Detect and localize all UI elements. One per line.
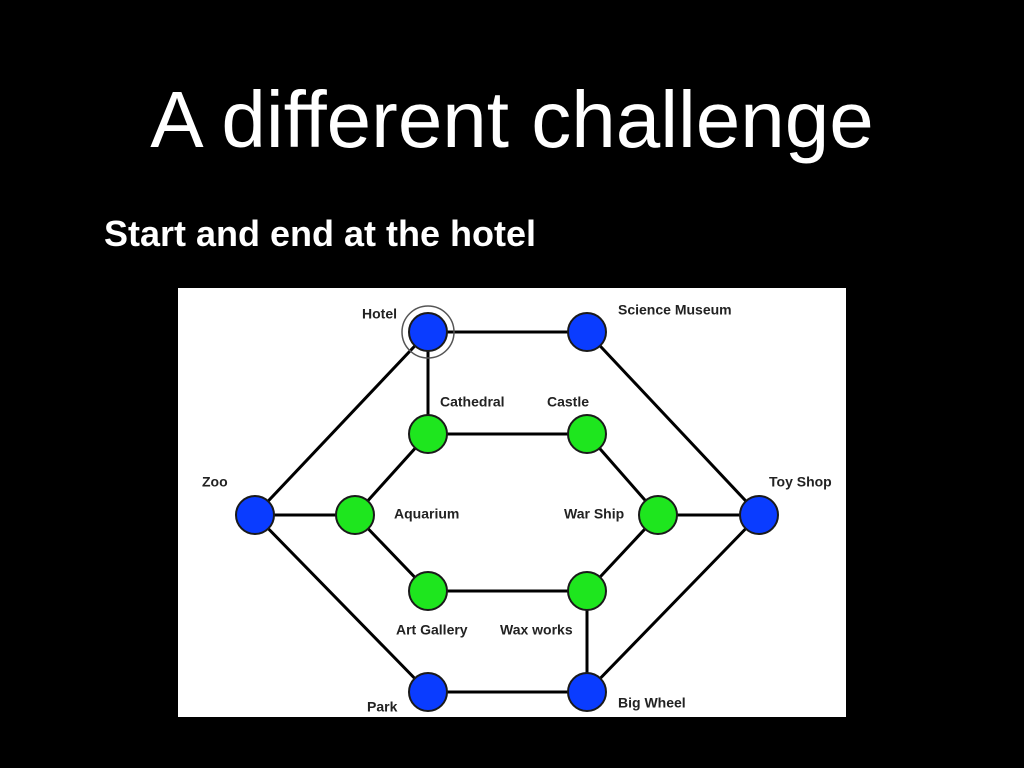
node-big-wheel (567, 672, 607, 712)
hotel-highlight-ring (401, 305, 455, 359)
edge-zoo-park (253, 513, 430, 694)
slide-subtitle: Start and end at the hotel (104, 213, 537, 254)
label-art-gallery: Art Gallery (396, 622, 468, 638)
edge-hotel-zoo (253, 330, 430, 517)
node-hotel (408, 312, 448, 352)
label-toy-shop: Toy Shop (769, 474, 832, 490)
label-hotel: Hotel (362, 306, 397, 322)
slide-title: A different challenge (150, 75, 874, 164)
label-cathedral: Cathedral (440, 394, 505, 410)
edge-toy-shop-big-wheel (585, 513, 761, 694)
node-wax-works (567, 571, 607, 611)
node-zoo (235, 495, 275, 535)
node-aquarium (335, 495, 375, 535)
node-art-gallery (408, 571, 448, 611)
label-park: Park (367, 699, 398, 715)
node-castle (567, 414, 607, 454)
label-castle: Castle (547, 394, 589, 410)
label-wax-works: Wax works (500, 622, 573, 638)
node-science-museum (567, 312, 607, 352)
label-big-wheel: Big Wheel (618, 695, 686, 711)
node-toy-shop (739, 495, 779, 535)
label-zoo: Zoo (202, 474, 228, 490)
label-science-museum: Science Museum (618, 302, 732, 318)
graph-nodes (235, 305, 779, 712)
graph-edges (253, 330, 761, 694)
label-war-ship: War Ship (564, 506, 624, 522)
node-cathedral (408, 414, 448, 454)
node-war-ship (638, 495, 678, 535)
node-park (408, 672, 448, 712)
edge-science-museum-toy-shop (585, 330, 761, 517)
label-aquarium: Aquarium (394, 506, 459, 522)
